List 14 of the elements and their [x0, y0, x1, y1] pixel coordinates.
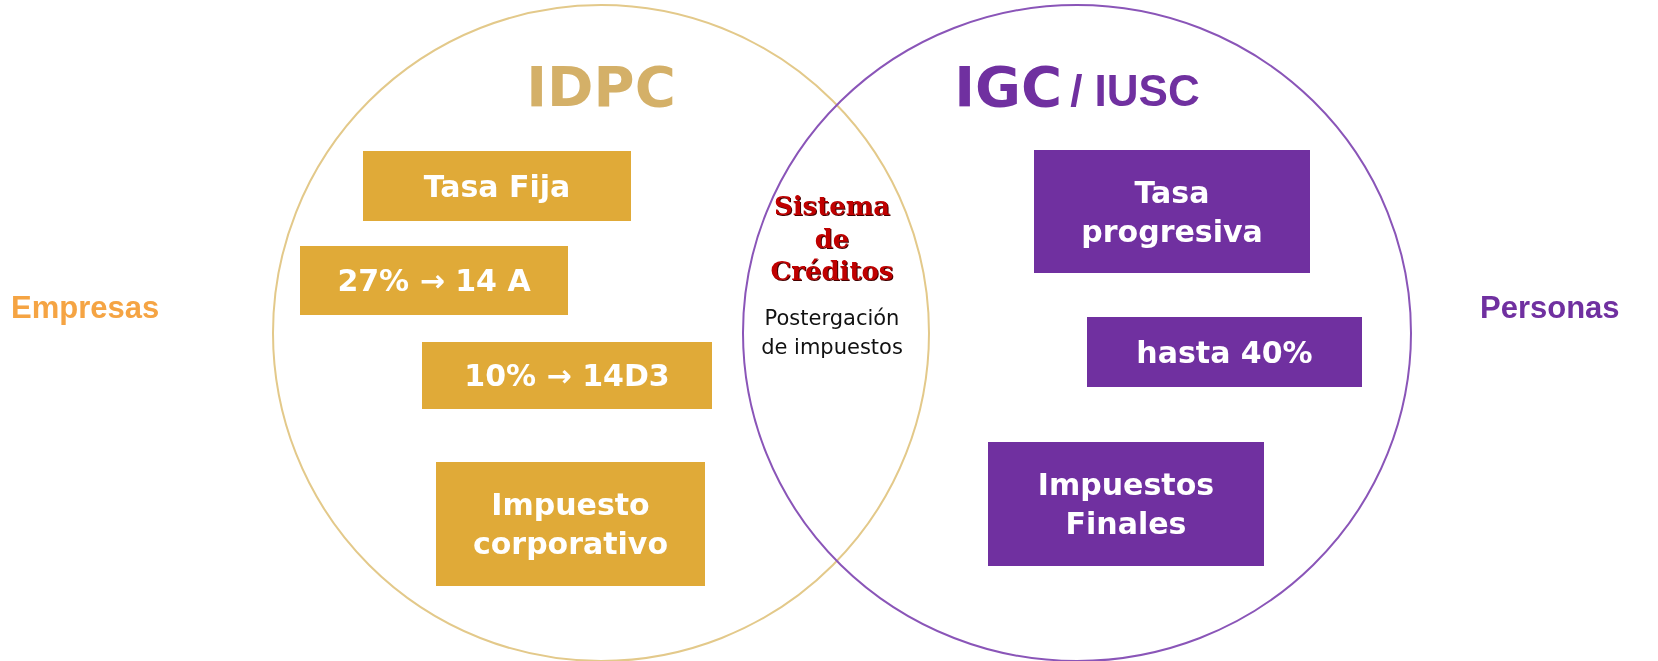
- text-box: Impuestos Finales: [988, 442, 1264, 566]
- set-title: IGC: [954, 54, 1063, 119]
- set-title: IDPC: [526, 54, 676, 119]
- overlap-text: Postergación de impuestos: [760, 304, 904, 361]
- group-label: Empresas: [11, 290, 160, 326]
- overlap-title: Sistema de Créditos: [769, 190, 895, 288]
- text-box: Tasa progresiva: [1034, 150, 1310, 273]
- text-box: 10% → 14D3: [422, 342, 712, 409]
- text-box: hasta 40%: [1087, 317, 1362, 387]
- group-label: Personas: [1480, 290, 1620, 326]
- text-box: 27% → 14 A: [300, 246, 568, 315]
- text-box: Tasa Fija: [363, 151, 631, 221]
- text-box: Impuesto corporativo: [436, 462, 705, 586]
- set-subtitle: / IUSC: [1070, 66, 1200, 115]
